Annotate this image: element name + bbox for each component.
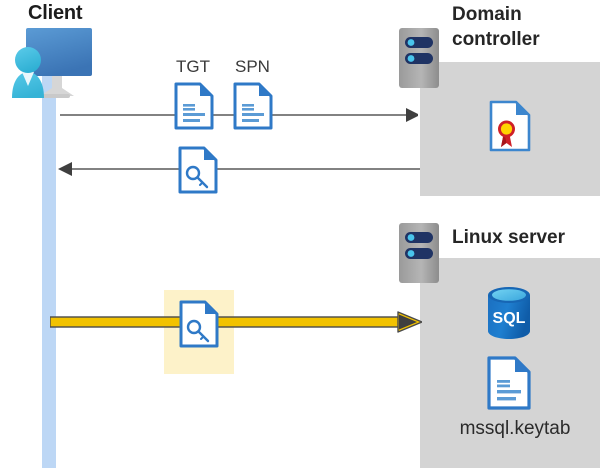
- certificate-document-icon: [489, 100, 531, 152]
- domain-controller-title-line1: Domain: [452, 4, 522, 25]
- service-ticket-key-document-icon-highlighted: [179, 300, 219, 348]
- client-icon: [4, 22, 100, 104]
- tgt-document-icon: [174, 82, 214, 130]
- domain-controller-title: Domain controller: [452, 2, 592, 52]
- response-flow-arrow: [56, 158, 420, 180]
- client-title: Client: [28, 2, 83, 24]
- keytab-caption: mssql.keytab: [459, 418, 571, 439]
- service-ticket-key-document-icon: [178, 146, 218, 194]
- keytab-document-icon: [487, 356, 531, 410]
- linux-server-title: Linux server: [452, 227, 565, 248]
- domain-controller-server-rack-icon: [398, 27, 440, 89]
- service-ticket-flow-arrow: [50, 310, 422, 336]
- domain-controller-title-line2: controller: [452, 29, 540, 50]
- sql-database-icon: SQL: [484, 285, 534, 341]
- sql-database-label: SQL: [493, 310, 526, 327]
- tgt-label: TGT: [176, 57, 210, 76]
- request-flow-arrow: [58, 104, 418, 126]
- spn-label: SPN: [235, 57, 270, 76]
- client-lifeline: [42, 72, 56, 468]
- spn-document-icon: [233, 82, 273, 130]
- linux-server-rack-icon: [398, 222, 440, 284]
